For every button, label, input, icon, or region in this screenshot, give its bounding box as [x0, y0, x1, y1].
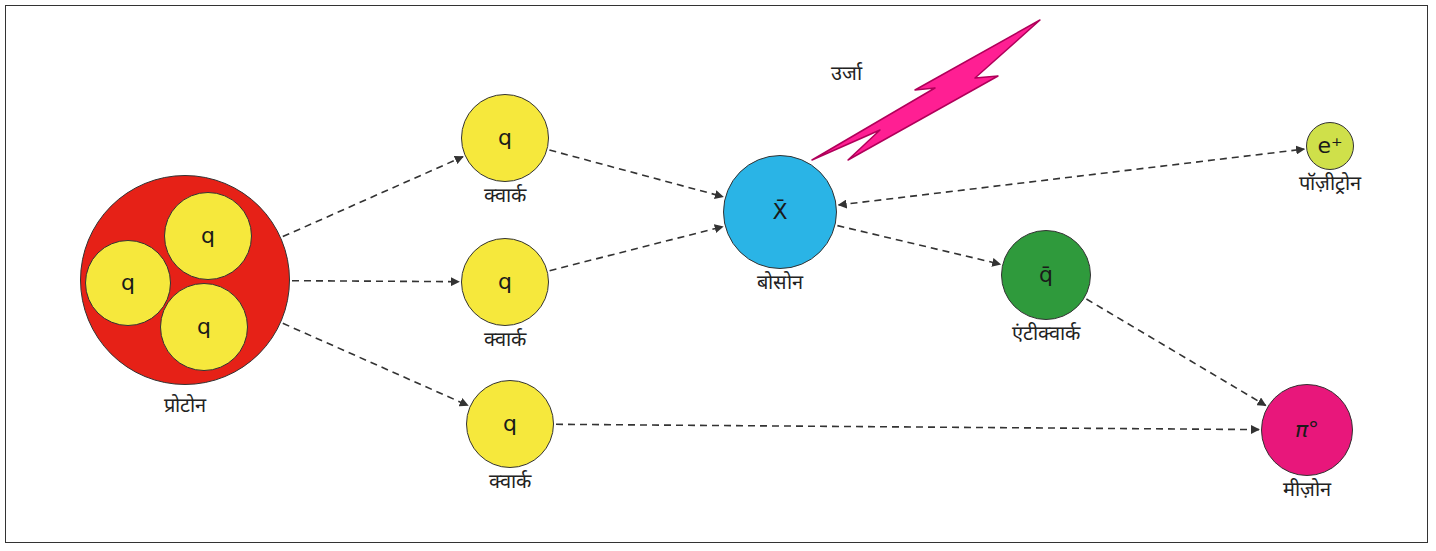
dashed-arrow [839, 149, 1305, 205]
quark-circle: qक्वार्क [461, 94, 549, 182]
particle-name: पॉज़ीट्रोन [1296, 172, 1364, 195]
dashed-arrow [292, 281, 459, 282]
particle-symbol: q [121, 272, 135, 294]
particle-name: मीज़ोन [1280, 478, 1334, 501]
dashed-arrow [1086, 299, 1265, 406]
quark-circle: q [160, 283, 248, 371]
particle-symbol: q [498, 271, 512, 293]
quark-circle: qक्वार्क [461, 238, 549, 326]
antiquark-circle: q̄एंटीक्वार्क [1001, 230, 1091, 320]
dashed-arrow [549, 150, 723, 197]
dashed-arrow [550, 227, 723, 271]
quark-circle: qक्वार्क [466, 380, 554, 468]
lightning-bolt [812, 20, 1040, 160]
particle-symbol: q [197, 316, 211, 338]
meson-circle: π°मीज़ोन [1261, 384, 1353, 476]
particle-name: एंटीक्वार्क [1009, 322, 1083, 345]
dashed-arrow [556, 424, 1259, 429]
dashed-arrow [283, 157, 463, 237]
proton-circle: प्रोटोनqqq [80, 175, 290, 385]
particle-symbol: e⁺ [1317, 135, 1342, 157]
energy-label: उर्जा [828, 62, 865, 85]
dashed-arrow [837, 226, 1000, 265]
particle-name: क्वार्क [481, 184, 529, 207]
quark-circle: q [164, 192, 252, 280]
particle-name: क्वार्क [486, 470, 534, 493]
positron-circle: e⁺पॉज़ीट्रोन [1306, 122, 1354, 170]
particle-symbol: q [201, 225, 215, 247]
dashed-arrow [283, 323, 468, 405]
quark-circle: q [85, 240, 171, 326]
particle-symbol: X̄ [772, 201, 787, 223]
boson-circle: X̄बोसोन [723, 155, 837, 269]
particle-symbol: q [498, 127, 512, 149]
particle-name: बोसोन [754, 271, 806, 294]
particle-symbol: π° [1295, 419, 1319, 441]
particle-symbol: q [503, 413, 517, 435]
particle-symbol: q̄ [1039, 264, 1053, 286]
particle-name: प्रोटोन [161, 394, 209, 417]
particle-name: क्वार्क [481, 328, 529, 351]
